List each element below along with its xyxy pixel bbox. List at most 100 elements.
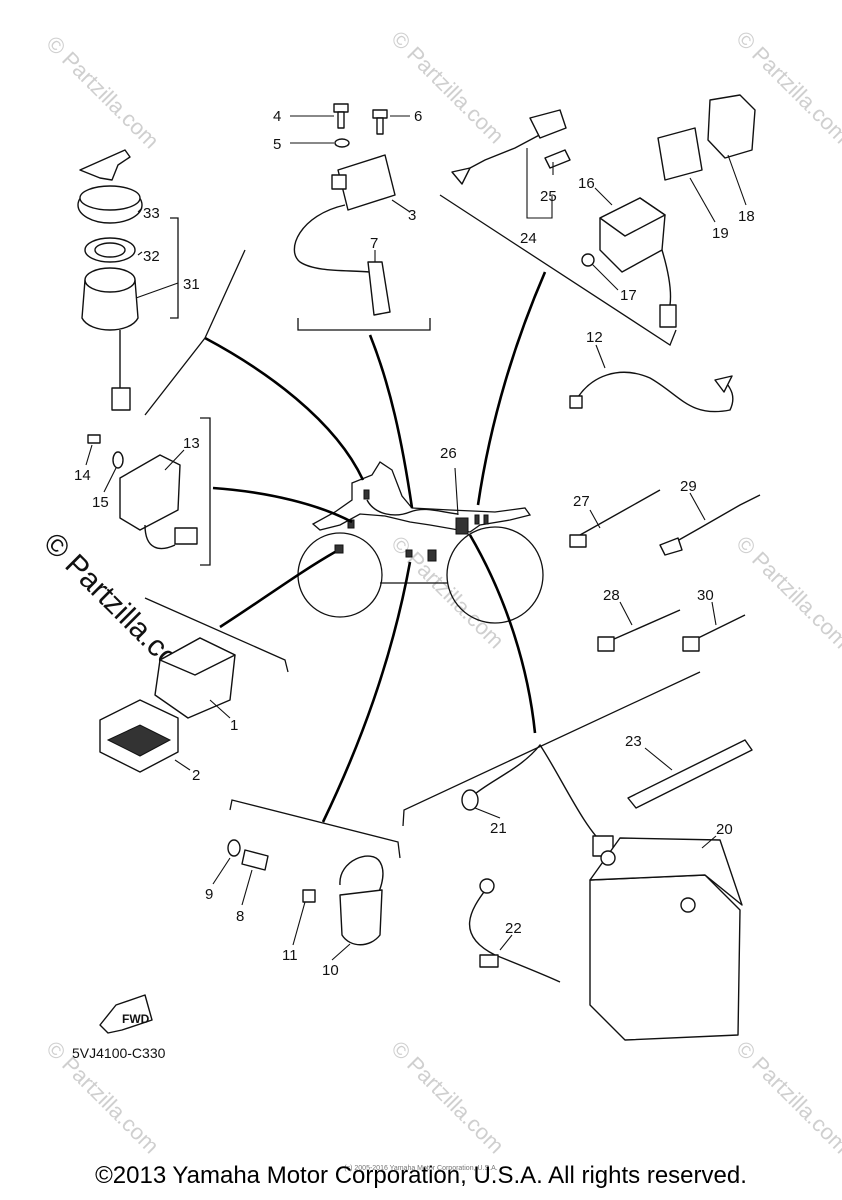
callout-29: 29 [680,478,697,495]
bracket-relay-group [439,194,677,346]
bracket-ignition-coil [297,318,431,331]
group-brackets [144,194,701,859]
wire-12 [574,371,734,413]
callout-19: 19 [712,225,729,242]
leader-19 [689,177,716,223]
wire-12-connector [569,395,583,409]
neutral-switch-8 [241,849,269,871]
band-28 [604,609,681,644]
rectifier-group [87,434,198,550]
leader-2 [174,759,191,771]
starter-relay-top [599,197,666,237]
fwd-arrow-icon [99,994,153,1034]
callout-21: 21 [490,820,507,837]
watermark: © Partzilla.com [386,26,509,149]
leader-16 [594,187,613,206]
washer-5-icon [334,138,350,148]
ignition-coil-group [293,103,396,316]
cable-tip-icon [451,167,471,185]
leader-3 [391,199,411,213]
callout-2: 2 [192,767,200,784]
component-block [483,514,489,525]
callout-1: 1 [230,717,238,734]
battery-body [589,874,741,1041]
sensor-group [227,839,384,946]
small-credit: (c) 2005-2016 Yamaha Motor Corporation, … [344,1165,498,1172]
coil-terminal [331,174,347,190]
connector-line [204,336,365,481]
callout-32: 32 [143,248,160,265]
leader-lines [85,115,747,961]
washer-15-icon [112,451,124,469]
battery-terminal [680,897,696,913]
frame-outline [311,461,532,533]
bolt-4-shank [337,111,345,129]
bolt-11-icon [302,889,316,903]
battery-top [589,837,743,906]
callout-11: 11 [282,947,298,964]
callout-15: 15 [92,494,109,511]
bracket-battery [402,671,701,827]
band-28-head [597,636,615,652]
rectifier-lead [144,524,176,550]
leader-13 [164,449,185,471]
watermark: © Partzilla.com [731,531,842,654]
clamp-29-head [659,537,683,556]
connector-line [368,334,414,509]
bracket-cdi [144,597,289,673]
connector-line [468,534,537,734]
leader-30 [711,601,717,626]
leader-1 [209,699,231,719]
callout-33: 33 [143,205,160,222]
cdi-group [99,637,236,773]
clamp-29 [669,494,761,546]
watermark: © Partzilla.com [731,1036,842,1159]
leader-21 [474,807,501,819]
gasket-9-icon [227,839,241,857]
callout-31: 31 [183,276,200,293]
callout-28: 28 [603,587,620,604]
bracket-main-switch-parts [170,217,179,319]
callout-25: 25 [540,188,557,205]
leader-28 [619,601,633,626]
component-block [347,519,355,529]
bolt-14-icon [87,434,101,444]
callout-17: 17 [620,287,637,304]
lead-21 [469,743,606,846]
bands-group [569,489,761,809]
bolt-6-icon [372,109,388,119]
leader-23 [644,747,673,771]
main-harness-wire [366,499,459,516]
callout-4: 4 [273,108,281,125]
callout-22: 22 [505,920,522,937]
bolt-4-icon [333,103,349,113]
component-block [474,514,480,525]
leader-17 [591,263,619,291]
connector-line [476,271,547,506]
switch-ring-inner [94,242,126,258]
main-switch-connector [111,387,131,411]
ignition-coil-body [337,154,396,211]
callout-27: 27 [573,493,590,510]
callout-labels: 1 2 3 4 5 6 7 8 9 10 11 12 13 14 15 16 1… [74,108,755,979]
callout-7: 7 [370,235,378,252]
leader-32 [137,251,143,256]
callout-26: 26 [440,445,457,462]
leader-24 [526,148,553,219]
watermark: © Partzilla.com [386,1036,509,1159]
component-block [363,489,370,500]
leader-33 [137,207,143,213]
callout-16: 16 [578,175,595,192]
motorcycle-outline [297,461,544,624]
rear-wheel [446,526,544,624]
main-switch-cap-top [79,185,141,211]
band-27 [579,489,661,536]
battery-group [461,743,743,1041]
callout-3: 3 [408,207,416,224]
callout-13: 13 [183,435,200,452]
starter-switch-icon [529,109,567,139]
watermark: © Partzilla.com [41,31,164,154]
callout-20: 20 [716,821,733,838]
battery-terminal [600,850,616,866]
relay-lead [661,249,672,306]
